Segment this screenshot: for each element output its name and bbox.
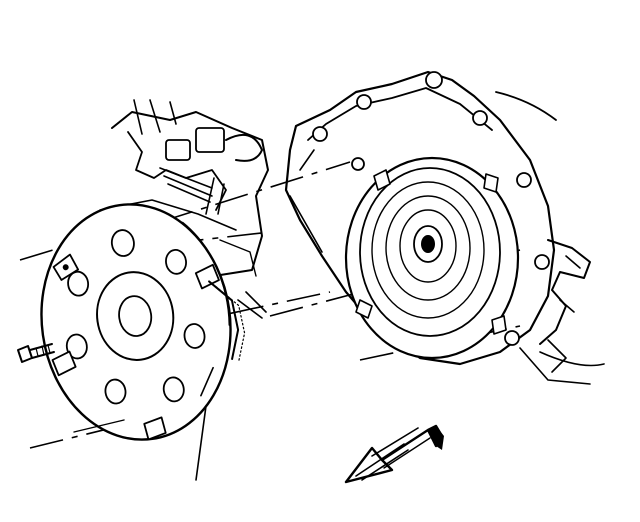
flexplate-bolt — [17, 343, 55, 363]
direction-arrow-icon — [344, 424, 444, 484]
leader-lines — [73, 405, 207, 481]
flexplate — [40, 203, 246, 441]
torque-converter — [344, 156, 520, 360]
engine-block — [99, 99, 269, 319]
transmission — [284, 70, 605, 385]
